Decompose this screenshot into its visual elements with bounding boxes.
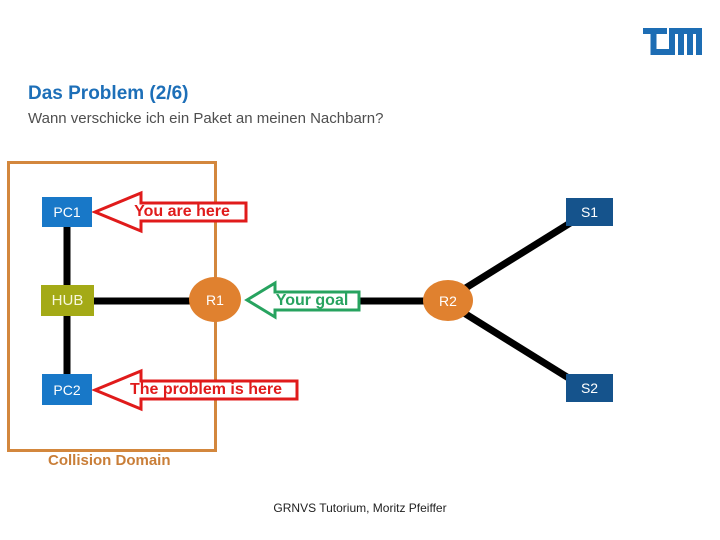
node-s1-label: S1 bbox=[580, 204, 599, 220]
node-pc1: PC1 bbox=[42, 197, 92, 227]
you-are-here-arrow bbox=[91, 190, 248, 234]
you-are-here-label: You are here bbox=[134, 203, 230, 220]
node-pc1-label: PC1 bbox=[53, 204, 81, 220]
problem-is-here-label: The problem is here bbox=[129, 381, 283, 398]
node-router-r2: R2 bbox=[423, 280, 473, 321]
problem-is-here-arrow bbox=[91, 368, 299, 412]
slide-title: Das Problem (2/6) bbox=[28, 83, 189, 104]
node-pc2-label: PC2 bbox=[53, 381, 81, 398]
collision-domain-label: Collision Domain bbox=[48, 452, 171, 469]
node-s2: S2 bbox=[566, 374, 613, 402]
node-s1: S1 bbox=[566, 198, 613, 226]
node-hub-label: HUB bbox=[51, 292, 84, 309]
node-pc2: PC2 bbox=[42, 374, 92, 405]
slide-subtitle: Wann verschicke ich ein Paket an meinen … bbox=[28, 110, 384, 127]
node-r1-label: R1 bbox=[206, 291, 224, 308]
node-s2-label: S2 bbox=[580, 380, 599, 396]
node-r2-label: R2 bbox=[439, 292, 457, 309]
link-r2-s1 bbox=[446, 217, 577, 302]
node-router-r1: R1 bbox=[189, 277, 241, 322]
link-r2-s2 bbox=[446, 300, 577, 385]
tum-logo-icon bbox=[643, 28, 702, 55]
your-goal-label: Your goal bbox=[275, 292, 349, 309]
node-hub: HUB bbox=[41, 285, 94, 316]
your-goal-arrow bbox=[244, 280, 361, 320]
footer-credit: GRNVS Tutorium, Moritz Pfeiffer bbox=[273, 501, 447, 515]
